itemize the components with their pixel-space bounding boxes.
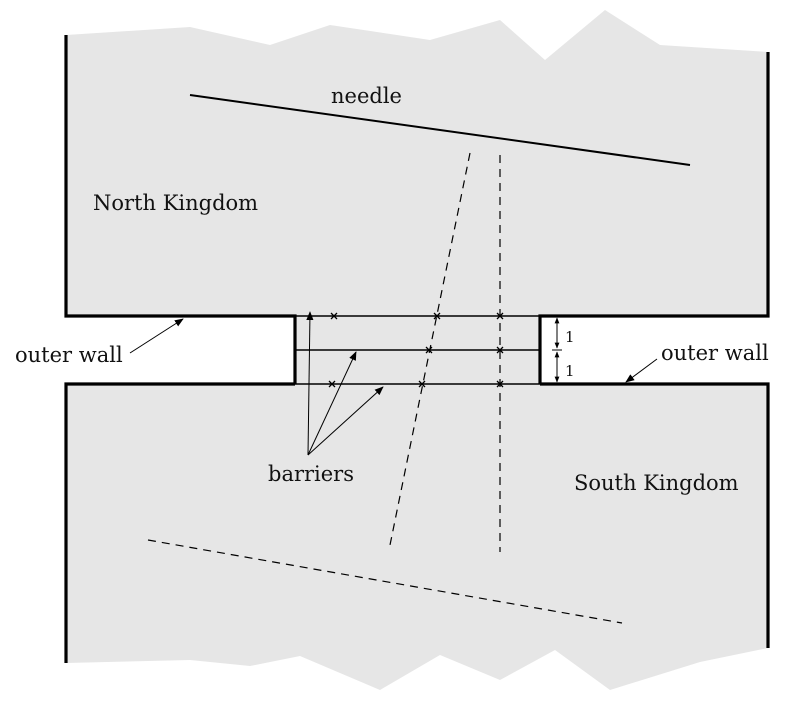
- cross-mark: [496, 346, 504, 354]
- outer-wall-right-label: outer wall: [661, 341, 769, 365]
- gap-label-top: 1: [565, 328, 575, 346]
- barriers-arrow: [307, 386, 384, 456]
- cross-mark: [418, 380, 426, 388]
- gap-label-bottom: 1: [565, 362, 575, 380]
- barriers-arrow: [307, 351, 357, 456]
- barriers-label: barriers: [268, 462, 354, 486]
- barrier-cross-marks: [328, 312, 504, 388]
- south-outer-wall: [64, 382, 770, 663]
- cross-mark: [328, 380, 336, 388]
- outer-wall-left-label: outer wall: [15, 343, 123, 367]
- south-kingdom-label: South Kingdom: [574, 471, 739, 495]
- gap-dimension-arrows: [552, 317, 562, 383]
- outer-wall-left-arrow: [129, 318, 184, 354]
- cross-mark: [433, 312, 441, 320]
- barriers-arrows: [306, 311, 384, 456]
- south-kingdom-region: [66, 384, 768, 690]
- cross-mark: [496, 312, 504, 320]
- barriers-arrow: [306, 311, 314, 456]
- cross-mark: [496, 380, 504, 388]
- needle-label: needle: [331, 84, 402, 108]
- north-kingdom-region: [66, 10, 768, 384]
- cross-mark: [425, 346, 433, 354]
- cross-mark: [330, 312, 338, 320]
- outer-wall-right-arrow: [625, 358, 658, 383]
- north-kingdom-label: North Kingdom: [93, 191, 258, 215]
- needle-line: [189, 94, 691, 166]
- dashed-line-lower: [147, 539, 623, 624]
